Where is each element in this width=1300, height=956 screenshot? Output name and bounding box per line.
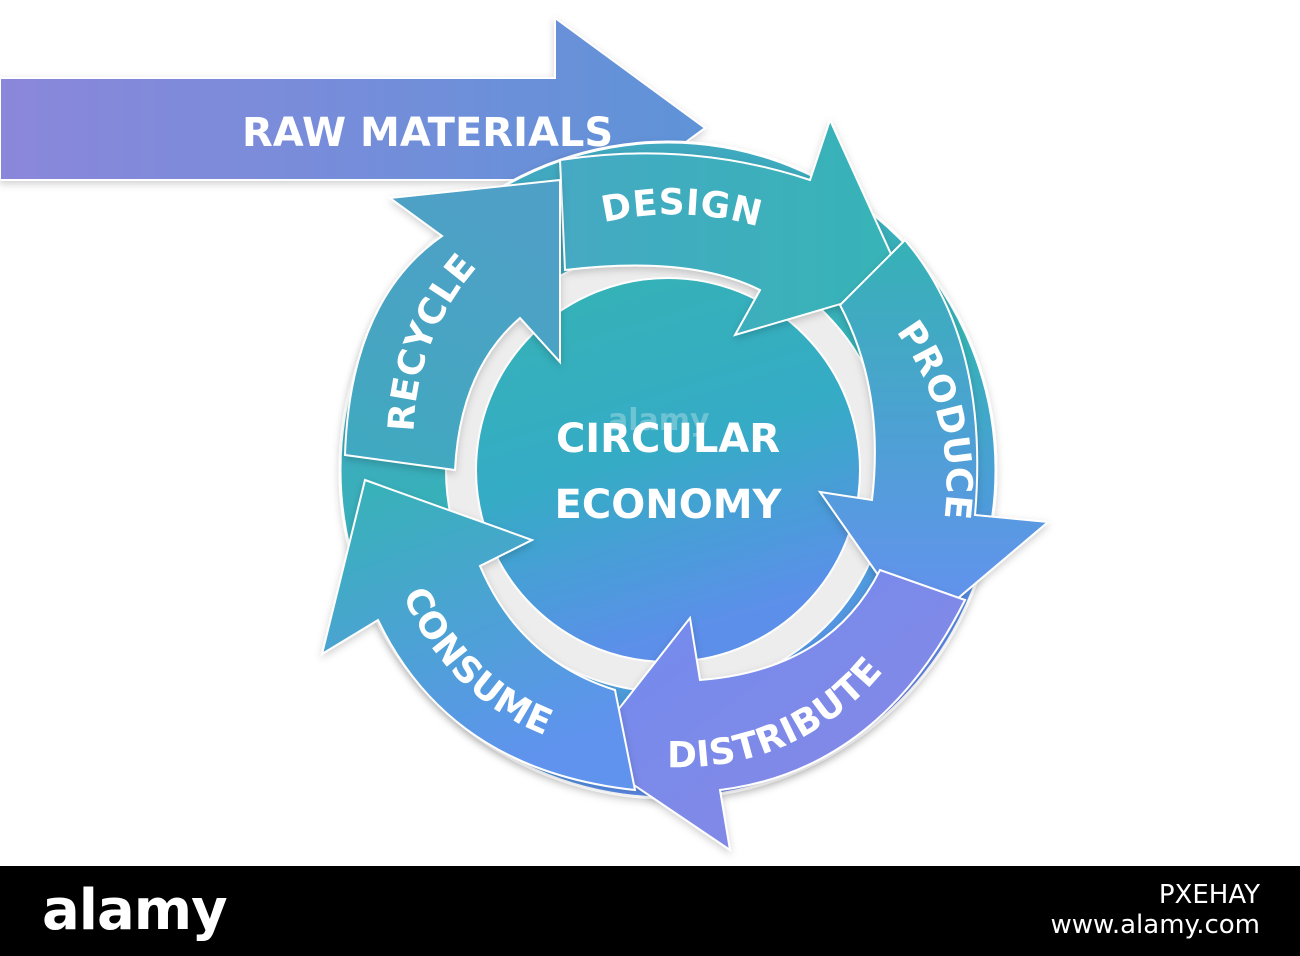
- site-url: www.alamy.com: [1050, 910, 1260, 940]
- image-id: PXEHAY: [1158, 880, 1260, 910]
- alamy-logo: alamy: [42, 878, 228, 943]
- watermark-center: alamy: [608, 403, 710, 438]
- center-title-line2: ECONOMY: [555, 482, 783, 528]
- raw-materials-label: RAW MATERIALS: [242, 110, 613, 156]
- distribute-arrow: [583, 568, 967, 853]
- center-title-line1: CIRCULAR: [556, 416, 780, 462]
- produce-arrow: [817, 238, 1051, 634]
- consume-arrow: [320, 478, 637, 792]
- footer-bar: alamy PXEHAY www.alamy.com: [0, 866, 1300, 956]
- footer-meta: PXEHAY www.alamy.com: [1050, 880, 1260, 940]
- circular-economy-diagram: RAW MATERIALS DESIGN PRODUCE DISTRIBUTE …: [0, 16, 1051, 853]
- recycle-arrow: [343, 178, 561, 472]
